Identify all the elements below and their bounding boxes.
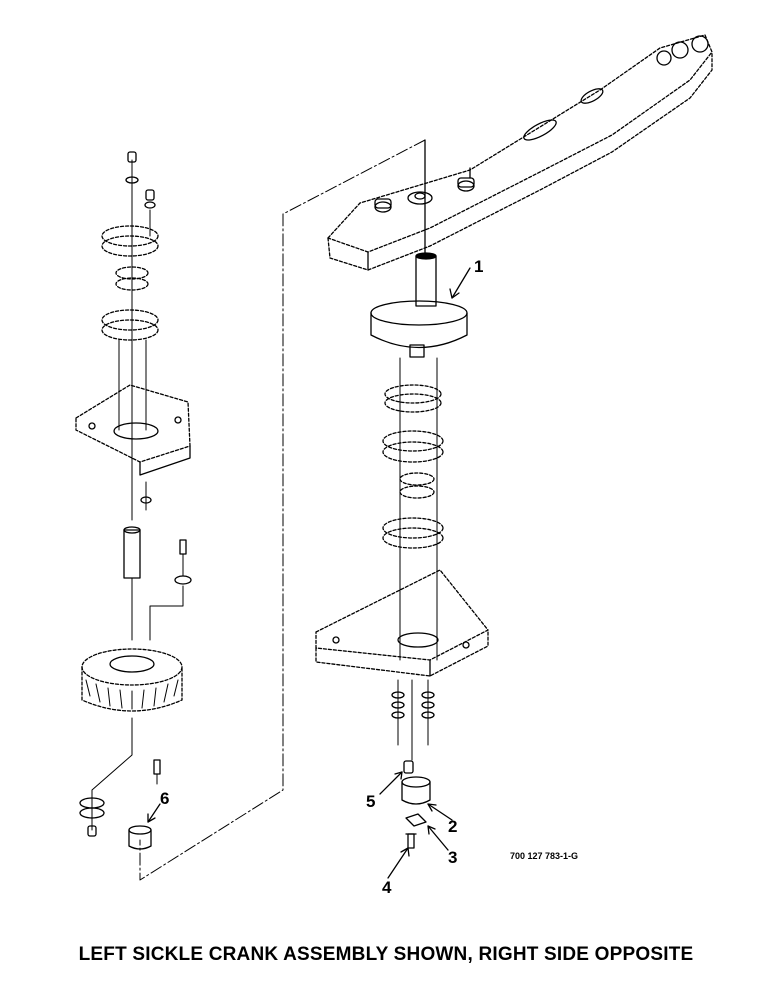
callout-1: 1: [474, 257, 484, 276]
assembly-leader-lines: [139, 139, 426, 881]
crank-arm: [327, 34, 713, 271]
diagram-caption: LEFT SICKLE CRANK ASSEMBLY SHOWN, RIGHT …: [78, 944, 694, 965]
callout-5: 5: [366, 792, 376, 811]
callout-6: 6: [160, 789, 170, 808]
callout-3: 3: [448, 848, 458, 867]
drawing-part-number: 700 127 783-1-G: [510, 851, 579, 861]
right-crank-stack: [315, 139, 489, 879]
callout-4: 4: [382, 878, 392, 897]
callout-2: 2: [448, 817, 458, 836]
left-crank-stack: [75, 151, 192, 850]
